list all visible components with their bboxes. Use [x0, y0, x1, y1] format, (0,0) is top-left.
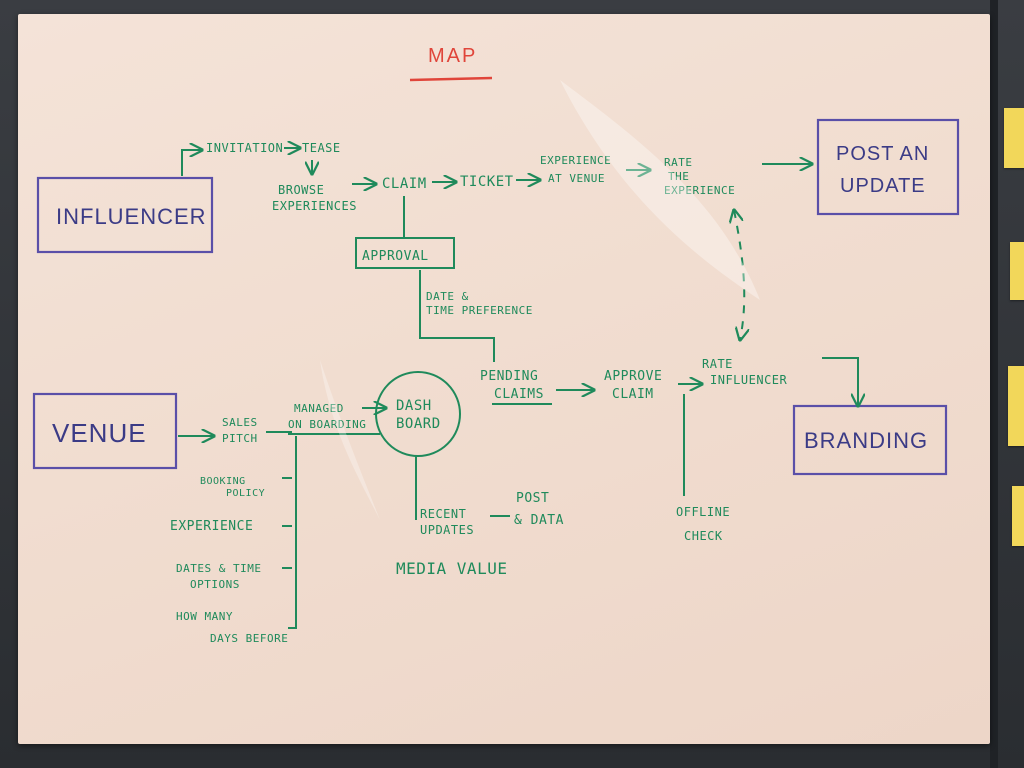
- managed-onboarding-text-line2: ON BOARDING: [288, 418, 366, 431]
- approval-box: [355, 237, 455, 269]
- experience-venue-text-line2: AT VENUE: [548, 172, 605, 185]
- claim-text: CLAIM: [382, 176, 427, 192]
- glare-highlight: [320, 360, 380, 520]
- recent-updates-text-line2: UPDATES: [420, 523, 474, 537]
- booking-policy-text-line1: BOOKING: [200, 476, 246, 487]
- post-an-update-box: [816, 118, 960, 216]
- dates-options-text-line1: DATES & TIME: [176, 562, 261, 575]
- ticket-text: TICKET: [460, 174, 514, 190]
- approval-label: APPROVAL: [362, 249, 429, 264]
- dates-options-text-line2: OPTIONS: [190, 578, 240, 591]
- managed-onboarding-text-line1: MANAGED: [294, 402, 344, 415]
- influencer-label: INFLUENCER: [56, 204, 207, 229]
- sticky-note: [1004, 108, 1024, 168]
- booking-policy-text-line2: POLICY: [226, 488, 265, 499]
- glare-highlight: [560, 80, 760, 300]
- post-an-update-label-line1: POST AN: [836, 143, 929, 165]
- rate-experience-to-rate-influencer-dashed: [734, 210, 744, 340]
- media-value-text: MEDIA VALUE: [396, 559, 507, 578]
- date-preference-text-line2: TIME PREFERENCE: [426, 304, 533, 317]
- dashboard-label-line1: DASH: [396, 398, 432, 414]
- invitation-text: INVITATION: [206, 141, 283, 155]
- pending-claims-text-line2: CLAIMS: [494, 387, 544, 402]
- post-data-text-line2: & DATA: [514, 513, 564, 528]
- browse-text-line2: EXPERIENCES: [272, 199, 357, 213]
- dashboard-label-line2: BOARD: [396, 416, 441, 432]
- rate-influencer-to-branding-arrow: [822, 357, 858, 406]
- diagram-title: MAP: [428, 45, 477, 67]
- how-many-days-text-line2: DAYS BEFORE: [210, 632, 288, 645]
- sticky-note: [1012, 486, 1024, 546]
- date-preference-text-line1: DATE &: [426, 290, 469, 303]
- whiteboard-rail: [990, 0, 998, 768]
- paper-sheet: [18, 14, 990, 744]
- sales-pitch-text-line1: SALES: [222, 416, 258, 429]
- recent-updates-text-line1: RECENT: [420, 507, 466, 521]
- rate-experience-text-line1: RATE: [664, 156, 693, 169]
- rate-experience-text-line2: THE: [668, 170, 689, 183]
- approve-claim-text-line1: APPROVE: [604, 369, 662, 384]
- rate-influencer-text-line2: INFLUENCER: [710, 373, 788, 387]
- rate-influencer-text-line1: RATE: [702, 357, 733, 371]
- experience-item-text: EXPERIENCE: [170, 519, 253, 534]
- offline-check-text-line2: CHECK: [684, 529, 723, 543]
- rate-experience-text-line3: EXPERIENCE: [664, 184, 735, 197]
- onboarding-bracket: [288, 436, 297, 629]
- sticky-note: [1008, 366, 1024, 446]
- offline-check-text-line1: OFFLINE: [676, 505, 730, 519]
- dashboard-circle: [375, 371, 461, 457]
- pending-claims-text-line1: PENDING: [480, 369, 538, 384]
- venue-label: VENUE: [52, 418, 147, 448]
- approve-claim-text-line2: CLAIM: [612, 387, 654, 402]
- tease-text: TEASE: [302, 141, 341, 155]
- post-an-update-label-line2: UPDATE: [840, 175, 926, 197]
- title-underline: [409, 76, 493, 82]
- how-many-days-text-line1: HOW MANY: [176, 610, 233, 623]
- sticky-note: [1010, 242, 1024, 300]
- branding-label: BRANDING: [804, 428, 928, 453]
- branding-box: [792, 404, 948, 476]
- influencer-to-invitation-arrow: [181, 150, 202, 176]
- sales-pitch-text-line2: PITCH: [222, 432, 258, 445]
- experience-venue-text-line1: EXPERIENCE: [540, 154, 611, 167]
- post-data-text-line1: POST: [516, 491, 549, 506]
- approval-to-pending-line: [419, 270, 495, 362]
- browse-text-line1: BROWSE: [278, 183, 324, 197]
- venue-box: [32, 392, 178, 470]
- influencer-box: [36, 176, 214, 254]
